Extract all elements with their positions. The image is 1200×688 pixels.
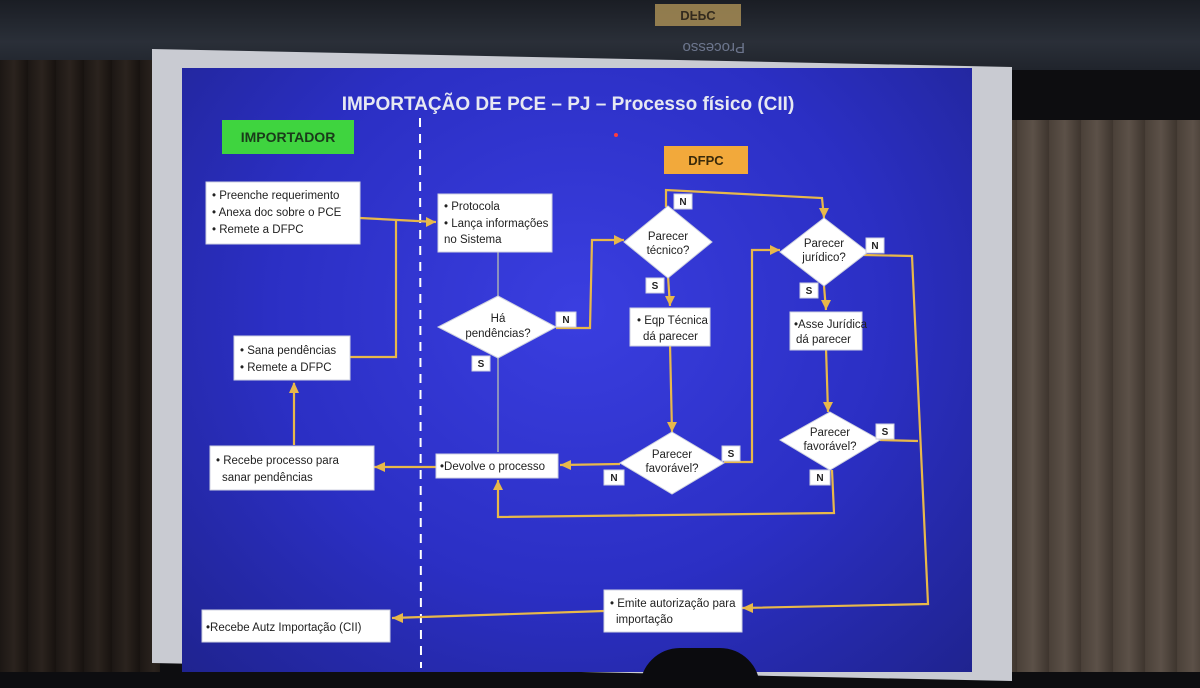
lane-divider bbox=[419, 117, 422, 669]
diamond-parecer-favoravel-1: Parecer favorável? bbox=[619, 431, 725, 495]
box-protocola: • Protocola • Lança informações no Siste… bbox=[437, 193, 553, 253]
lane-dfpc-label: DFPC bbox=[688, 153, 724, 168]
box-preenche: • Preenche requerimento • Anexa doc sobr… bbox=[205, 181, 361, 245]
box-preenche-line-3: • Remete a DFPC bbox=[212, 224, 304, 236]
curtain-left bbox=[0, 60, 160, 672]
label-n-favoravel-2: N bbox=[816, 473, 823, 484]
label-s-favoravel-1: S bbox=[728, 449, 735, 460]
audience-head-silhouette bbox=[640, 648, 760, 688]
label-s-pendencias: S bbox=[478, 359, 485, 370]
box-recebe-autz-line-1: •Recebe Autz Importação (CII) bbox=[206, 622, 362, 634]
box-emite-line-1: • Emite autorização para bbox=[610, 598, 736, 610]
box-preenche-line-2: • Anexa doc sobre o PCE bbox=[212, 207, 342, 219]
box-recebe-autz: •Recebe Autz Importação (CII) bbox=[201, 609, 391, 643]
box-protocola-line-2: • Lança informações bbox=[444, 218, 549, 230]
flowchart: IMPORTAÇÃO DE PCE – PJ – Processo físico… bbox=[201, 93, 930, 669]
diamond-parecer-favoravel-1-line-1: Parecer bbox=[652, 449, 692, 461]
box-sana-line-1: • Sana pendências bbox=[240, 345, 336, 357]
lane-dfpc-badge bbox=[664, 146, 748, 174]
box-recebe-processo-line-1: • Recebe processo para bbox=[216, 455, 340, 467]
curtain-right bbox=[985, 120, 1200, 672]
box-emite: • Emite autorização para importação bbox=[603, 589, 743, 633]
box-asse-juridica: •Asse Jurídica dá parecer bbox=[789, 311, 868, 351]
diamond-parecer-favoravel-2-line-1: Parecer bbox=[810, 427, 850, 439]
box-devolve: •Devolve o processo bbox=[435, 453, 559, 479]
label-s-favoravel-2: S bbox=[882, 427, 889, 438]
diamond-parecer-favoravel-1-line-2: favorável? bbox=[645, 463, 698, 475]
lane-importador-badge bbox=[222, 120, 354, 154]
laser-pointer-dot bbox=[614, 133, 618, 137]
diamond-parecer-juridico: Parecer jurídico? bbox=[779, 217, 869, 287]
box-sana-line-2: • Remete a DFPC bbox=[240, 362, 332, 374]
arrowheads bbox=[289, 208, 833, 623]
diamond-ha-pendencias: Há pendências? bbox=[436, 295, 558, 359]
diamond-parecer-favoravel-2-line-2: favorável? bbox=[803, 441, 856, 453]
box-protocola-line-3: no Sistema bbox=[444, 234, 502, 246]
box-asse-juridica-line-2: dá parecer bbox=[796, 334, 851, 346]
box-eqp-tecnica-line-1: • Eqp Técnica bbox=[637, 315, 709, 327]
diamond-parecer-tecnico-line-2: técnico? bbox=[647, 245, 690, 257]
label-n-favoravel-1: N bbox=[610, 473, 617, 484]
label-s-juridico: S bbox=[806, 286, 813, 297]
lane-importador-label: IMPORTADOR bbox=[241, 129, 336, 145]
box-asse-juridica-line-1: •Asse Jurídica bbox=[794, 319, 868, 331]
diamond-parecer-tecnico-line-1: Parecer bbox=[648, 231, 688, 243]
box-sana: • Sana pendências • Remete a DFPC bbox=[233, 335, 351, 381]
diamond-parecer-juridico-line-2: jurídico? bbox=[801, 252, 845, 264]
diamond-parecer-juridico-line-1: Parecer bbox=[804, 238, 844, 250]
label-n-pendencias: N bbox=[562, 315, 569, 326]
diamond-ha-pendencias-line-1: Há bbox=[491, 313, 506, 325]
diamond-parecer-favoravel-2: Parecer favorável? bbox=[779, 411, 881, 471]
box-recebe-processo: • Recebe processo para sanar pendências bbox=[209, 445, 375, 491]
slide-title: IMPORTAÇÃO DE PCE – PJ – Processo físico… bbox=[342, 93, 795, 115]
label-s-tecnico: S bbox=[652, 281, 659, 292]
label-n-juridico: N bbox=[871, 241, 878, 252]
diamond-ha-pendencias-line-2: pendências? bbox=[465, 328, 530, 340]
box-recebe-processo-line-2: sanar pendências bbox=[222, 472, 313, 484]
box-emite-line-2: importação bbox=[616, 614, 673, 626]
box-protocola-line-1: • Protocola bbox=[444, 201, 500, 213]
box-eqp-tecnica-line-2: dá parecer bbox=[643, 331, 698, 343]
box-preenche-line-1: • Preenche requerimento bbox=[212, 190, 339, 202]
decision-labels: N N S S N S S N S N bbox=[471, 193, 895, 486]
box-devolve-line-1: •Devolve o processo bbox=[440, 461, 545, 473]
diamond-parecer-tecnico: Parecer técnico? bbox=[623, 205, 713, 279]
box-eqp-tecnica: • Eqp Técnica dá parecer bbox=[629, 307, 711, 347]
label-n-tecnico: N bbox=[679, 197, 686, 208]
